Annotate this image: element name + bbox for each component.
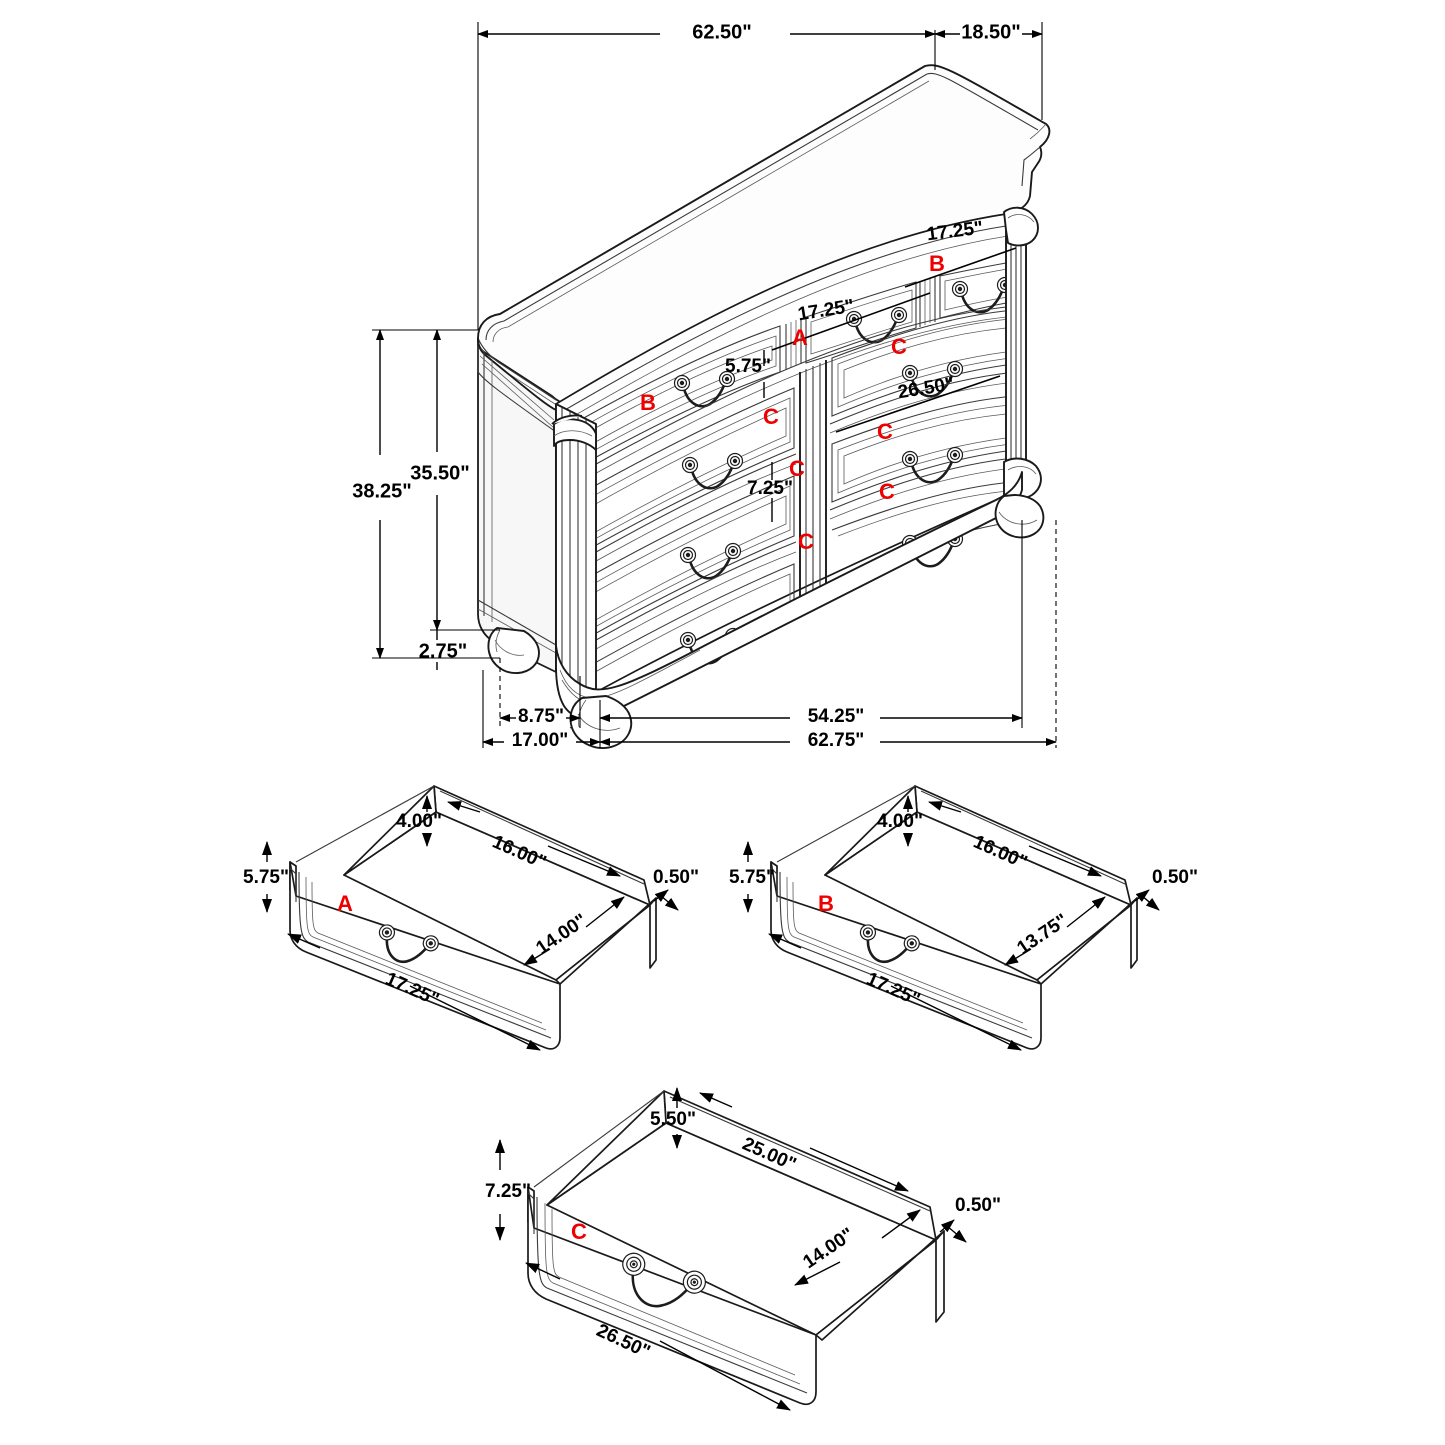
dim-b-side-height: 4.00" (877, 811, 923, 832)
drawer-front-c-left-low (565, 475, 795, 651)
label-drawer-b-left: B (640, 390, 656, 415)
dim-overall-height: 38.25" (352, 329, 500, 659)
dim-front-base-text: 54.25" (808, 706, 865, 727)
label-detail-a: A (337, 891, 353, 916)
dresser-left-bun-foot (487, 627, 540, 674)
dim-foot-height-text: 2.75" (419, 640, 467, 662)
drawer-detail-a: 4.00" 16.00" 14.00" 0.50" 5.75" 17.25" A (243, 785, 699, 1051)
label-detail-c: C (571, 1219, 587, 1244)
drawer-detail-c-dimensions: 5.50" 25.00" 14.00" 0.50" 7.25" 26.50" C (485, 1087, 1001, 1411)
dresser-isometric-view (477, 64, 1051, 749)
label-detail-b: B (818, 891, 834, 916)
dim-foot-offset-text: 8.75" (518, 706, 564, 727)
dim-side-base-text: 17.00" (512, 730, 569, 751)
label-drawer-c-right-mid: C (891, 334, 907, 359)
drawer-box-a (289, 785, 657, 1050)
drawer-box-b (770, 785, 1138, 1050)
dim-b-thickness: 0.50" (1152, 867, 1198, 888)
drawer-box-c (527, 1090, 945, 1406)
dim-drawer-c-height: 7.25" (747, 462, 793, 522)
dim-overall-height-text: 38.25" (352, 480, 412, 502)
dim-a-front-height: 5.75" (243, 867, 289, 888)
dim-front-base: 54.25" (599, 520, 1023, 728)
drawer-front-c-left-mid (565, 387, 795, 563)
label-drawer-c-right-low: C (877, 419, 893, 444)
dresser-left-pilaster (551, 403, 597, 695)
dim-a-thickness: 0.50" (653, 867, 699, 888)
label-drawer-c-left-mid: C (763, 404, 779, 429)
drawer-detail-b: 4.00" 16.00" 13.75" 0.50" 5.75" 17.25" B (729, 785, 1198, 1051)
dim-base-total-text: 62.75" (808, 730, 865, 751)
dim-overall-width: 62.50" (477, 21, 936, 330)
dim-foot-height: 2.75" (419, 630, 467, 670)
dim-overall-width-text: 62.50" (692, 21, 752, 43)
dim-drawer-c-height-text: 7.25" (747, 478, 793, 499)
dim-foot-offset: 8.75" (499, 658, 581, 728)
dresser-left-side-panel (477, 337, 557, 673)
drawer-front-a-center (805, 281, 917, 364)
dim-overall-depth-text: 18.50" (961, 21, 1021, 43)
drawer-detail-c: 5.50" 25.00" 14.00" 0.50" 7.25" 26.50" C (485, 1087, 1001, 1411)
dim-drawer-a-height: 5.75" (725, 350, 771, 398)
label-drawer-c-left-bottom: C (798, 529, 814, 554)
dim-side-base: 17.00" (482, 670, 601, 751)
dim-b-front-height: 5.75" (729, 867, 775, 888)
dim-c-side-height: 5.50" (650, 1109, 696, 1130)
dim-c-thickness: 0.50" (955, 1195, 1001, 1216)
dim-overall-depth: 18.50" (934, 21, 1043, 120)
dresser-right-bun-foot (994, 494, 1045, 539)
label-drawer-b-right: B (929, 251, 945, 276)
dresser-top-surface (477, 64, 1051, 407)
dresser-front-case (555, 213, 1027, 729)
label-drawer-c-right-bottom: C (879, 479, 895, 504)
main-view-dimensions: 62.50" 18.50" 38.25" 35.50" (352, 21, 1057, 751)
dim-case-height-text: 35.50" (410, 462, 470, 484)
label-drawer-a-center: A (792, 325, 808, 350)
dim-c-front-height: 7.25" (485, 1181, 531, 1202)
dim-case-height: 35.50" (410, 329, 500, 631)
dim-a-side-height: 4.00" (396, 811, 442, 832)
dim-base-total: 62.75" (599, 520, 1057, 751)
dresser-right-pilaster (1003, 206, 1042, 501)
label-drawer-c-left-low: C (789, 456, 805, 481)
dim-drawer-a-height-text: 5.75" (725, 356, 771, 377)
